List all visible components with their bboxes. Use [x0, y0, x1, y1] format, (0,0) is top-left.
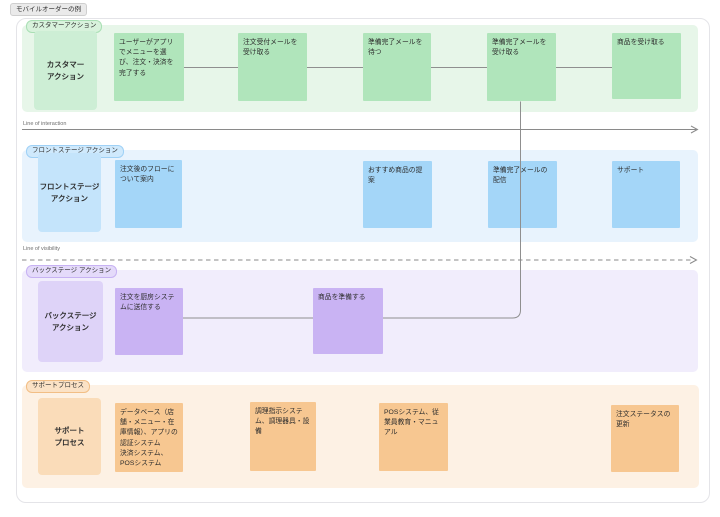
line-of-interaction-label: Line of interaction: [23, 120, 67, 127]
sticky-note[interactable]: 商品を準備する: [313, 288, 383, 354]
section-badge-support-process[interactable]: サポートプロセス: [26, 379, 90, 393]
lane-header-backstage-actions[interactable]: バックステージ アクション: [38, 281, 103, 362]
sticky-note[interactable]: データベース（店舗・メニュー・在庫情報）、アプリの認証システム 決済システム、 …: [115, 403, 183, 472]
section-badge-backstage-actions[interactable]: バックステージ アクション: [26, 264, 118, 278]
sticky-note[interactable]: 注文受付メールを受け取る: [238, 33, 307, 101]
sticky-note[interactable]: POSシステム、従業員教育・マニュアル: [379, 403, 448, 471]
sticky-note[interactable]: 注文ステータスの更新: [611, 405, 679, 472]
sticky-note[interactable]: 準備完了メールを受け取る: [487, 33, 556, 101]
sticky-note[interactable]: おすすめ商品の提案: [363, 161, 432, 228]
lane-header-support-process[interactable]: サポート プロセス: [38, 398, 101, 475]
sticky-note[interactable]: サポート: [612, 161, 680, 228]
diagram-title-badge[interactable]: モバイルオーダーの例: [10, 3, 87, 17]
sticky-note[interactable]: 注文後のフローについて案内: [115, 160, 182, 228]
line-of-visibility-label: Line of visibility: [23, 246, 60, 252]
sticky-note[interactable]: 準備完了メールを待つ: [363, 33, 431, 101]
sticky-note[interactable]: 調理指示システム、調理器具・設備: [250, 402, 316, 471]
sticky-note[interactable]: ユーザーがアプリでメニューを選び、注文・決済を完了する: [114, 33, 184, 101]
lane-header-customer-actions[interactable]: カスタマー アクション: [34, 31, 97, 110]
sticky-note[interactable]: 商品を受け取る: [612, 33, 681, 99]
sticky-note[interactable]: 注文を厨房システムに送信する: [115, 288, 183, 355]
lane-header-frontstage-actions[interactable]: フロントステージ アクション: [38, 153, 101, 232]
sticky-note[interactable]: 準備完了メールの配信: [488, 161, 557, 228]
